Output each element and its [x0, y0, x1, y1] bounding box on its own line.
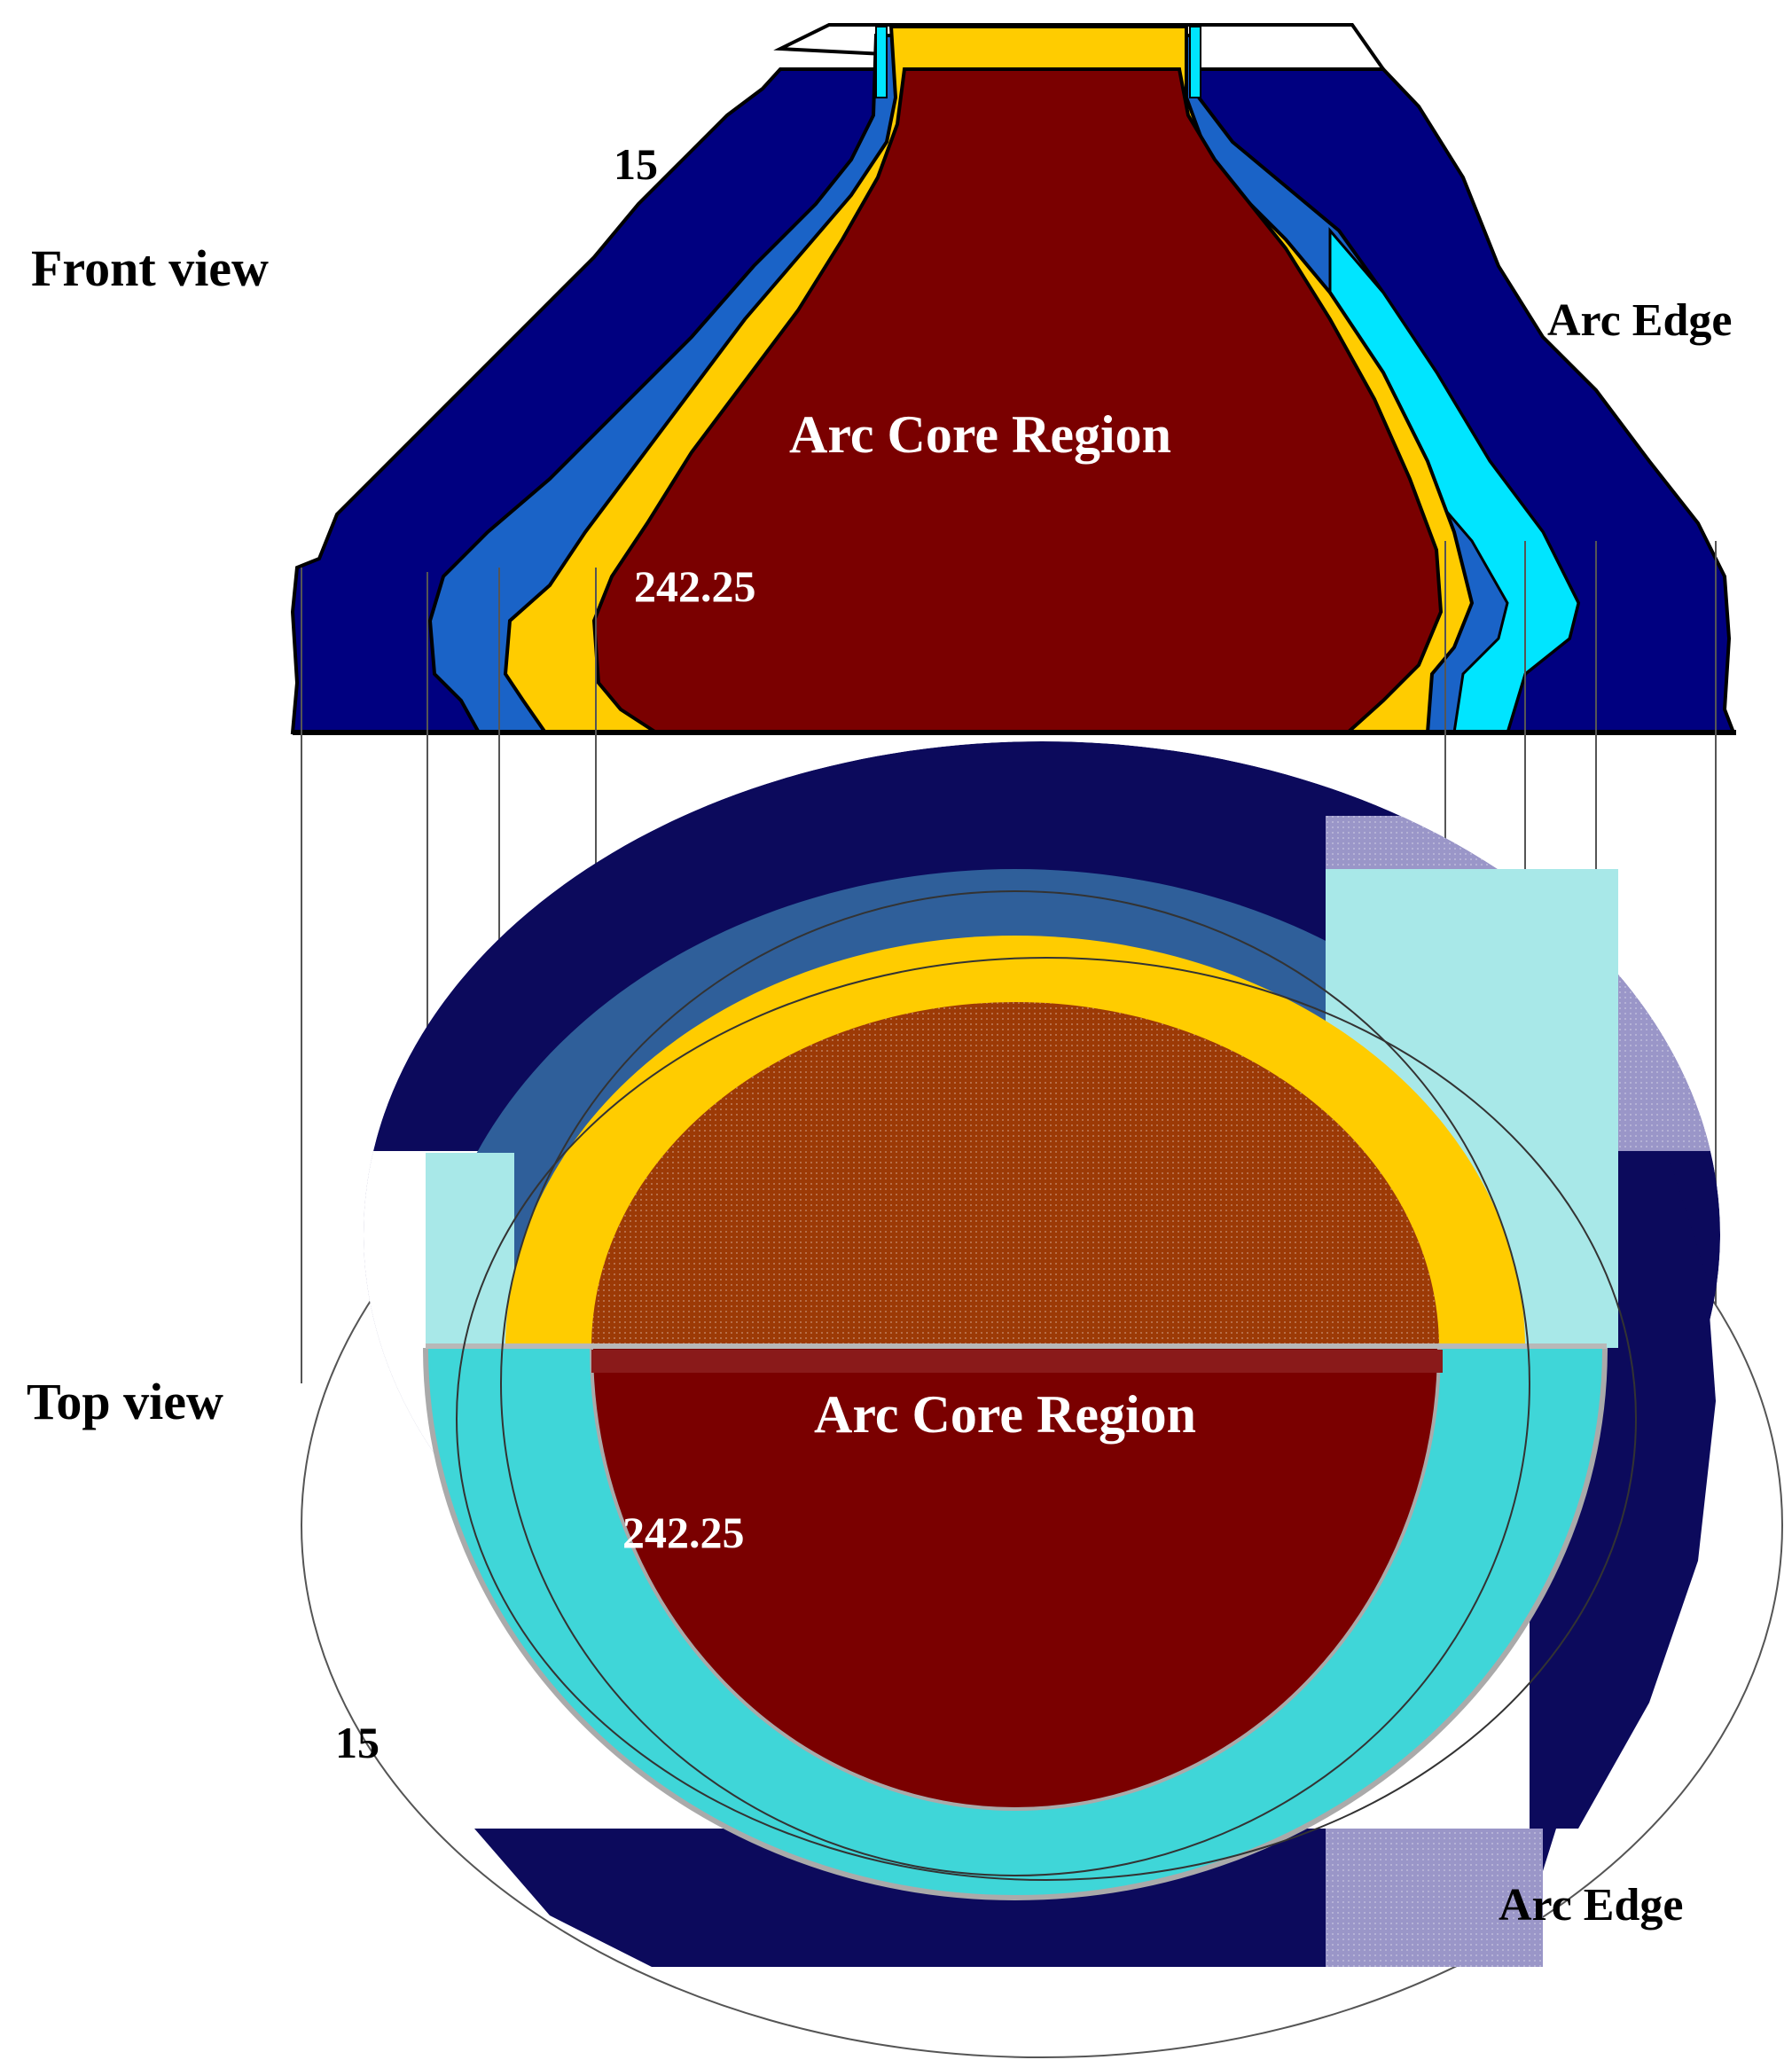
front-view-diagram	[290, 23, 1736, 735]
top-inner-outline-1	[500, 890, 1530, 1876]
top-pale-cyan-patch-left	[426, 1153, 514, 1348]
top-core-divider-band	[591, 1350, 1443, 1373]
top-view-label: Top view	[27, 1373, 223, 1430]
front-top-stem-left	[875, 26, 888, 98]
front-arc-core-label: Arc Core Region	[789, 405, 1171, 464]
top-core-value-label: 242.25	[622, 1508, 745, 1557]
top-arc-core-label: Arc Core Region	[814, 1385, 1196, 1444]
top-view-diagram	[301, 741, 1783, 2058]
top-arc-edge-label: Arc Edge	[1499, 1880, 1683, 1931]
front-view-label: Front view	[31, 239, 269, 297]
front-edge-value-label: 15	[614, 139, 658, 189]
top-edge-value-label: 15	[335, 1718, 380, 1767]
top-core-lower	[590, 1348, 1441, 1811]
top-inner-outline-2	[456, 957, 1637, 1881]
front-arc-edge-label: Arc Edge	[1547, 295, 1732, 346]
front-top-stem-right	[1189, 26, 1201, 98]
top-lavender-dots-lower	[1326, 1829, 1543, 1967]
front-core-value-label: 242.25	[634, 561, 756, 611]
